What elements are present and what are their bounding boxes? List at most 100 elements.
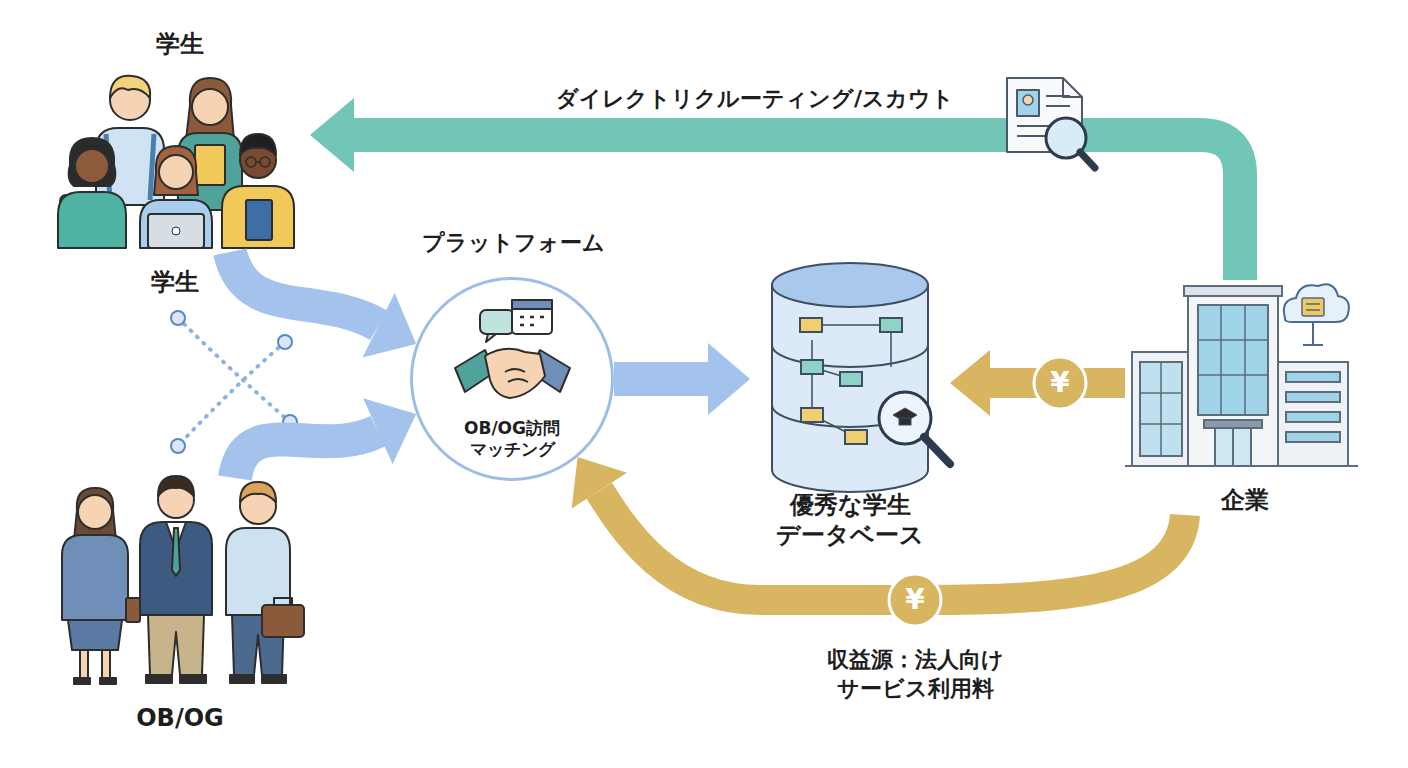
handshake-icon-part — [485, 349, 545, 398]
document-icon-part — [1080, 152, 1095, 168]
building-icon-part — [1278, 362, 1348, 466]
obog-illustration-part — [74, 488, 116, 540]
yen-symbol: ¥ — [1040, 363, 1080, 403]
handshake-icon-part — [480, 310, 514, 334]
building-icon-part — [1198, 305, 1268, 415]
building-icon-part — [1286, 432, 1340, 442]
building-icon-part — [1140, 362, 1182, 456]
company-node: 企業 — [1125, 280, 1365, 515]
arrow-head — [708, 343, 750, 415]
building-icon-part — [1232, 428, 1234, 466]
building-icon-part — [1184, 286, 1282, 296]
connector-line — [614, 362, 708, 396]
building-icon-part — [1286, 392, 1340, 402]
database-icon-part — [880, 318, 902, 332]
node-caption: 優秀な学生 データベース — [750, 491, 950, 550]
student-illustration-part — [246, 200, 272, 240]
obog-illustration-part — [158, 476, 194, 496]
obog-illustration-part — [148, 615, 204, 675]
obog-illustration-part — [230, 675, 286, 683]
obog-illustration-part — [146, 675, 206, 683]
connector-line — [354, 135, 1240, 280]
connector-line — [230, 252, 379, 325]
obog-illustration-part — [126, 598, 140, 622]
connector — [310, 98, 1240, 280]
handshake-icon-part — [505, 369, 528, 382]
building-icon-part — [1286, 412, 1340, 422]
arrow-head — [363, 293, 417, 357]
building-icon-part — [1286, 372, 1340, 382]
connector — [572, 457, 1185, 600]
student-illustration-part — [172, 227, 180, 235]
student-illustration-part — [75, 149, 109, 183]
yen-symbol: ¥ — [895, 580, 935, 620]
platform-fill — [412, 279, 612, 479]
handshake-icon-part — [512, 300, 552, 309]
database-icon-part — [772, 263, 928, 307]
building-icon — [1125, 284, 1358, 466]
connector-line — [599, 491, 1185, 600]
handshake-icon-part — [520, 317, 544, 325]
database-icon-part — [800, 318, 822, 332]
building-icon-part — [1306, 304, 1320, 310]
building-icon-part — [1188, 292, 1278, 466]
student-illustration-part — [159, 155, 193, 189]
database-node: 優秀な学生 データベース — [750, 262, 950, 550]
student-illustration-part — [246, 157, 256, 167]
obog-illustration-part — [62, 535, 128, 620]
handshake-icon — [455, 300, 570, 398]
obog-group: OB/OG — [50, 478, 310, 733]
student-illustration-part — [69, 138, 116, 186]
obog-illustration-part — [102, 650, 110, 678]
arrow-head — [310, 98, 354, 172]
connector-line — [235, 431, 378, 478]
student-illustration-part — [192, 89, 228, 125]
network-dots-part — [171, 439, 185, 453]
database-icon-part — [801, 360, 823, 374]
student-illustration — [58, 76, 294, 248]
student-illustration-part — [186, 78, 234, 140]
connector — [950, 350, 1125, 416]
student-illustration-part — [154, 146, 198, 195]
database-icon-part — [772, 345, 928, 427]
obog-illustration-part — [68, 620, 122, 650]
group-heading: OB/OG — [50, 704, 310, 733]
yen-badge-part — [889, 574, 941, 626]
document-icon-part — [1017, 90, 1039, 116]
database-icon-part — [924, 437, 950, 464]
document-icon-part — [1023, 95, 1033, 105]
arrow-head — [363, 398, 416, 464]
student-illustration-part — [222, 186, 294, 248]
obog-illustration-part — [80, 650, 88, 678]
obog-illustration-part — [262, 605, 304, 637]
circle-heading: プラットフォーム — [363, 230, 663, 257]
student-illustration-part — [110, 76, 150, 98]
building-icon-part — [1140, 362, 1182, 456]
building-icon-part — [1132, 352, 1190, 466]
handshake-icon-part — [486, 334, 496, 342]
student-illustration-part — [256, 161, 260, 163]
network-dots-part — [278, 335, 292, 349]
obog-illustration-part — [74, 678, 116, 684]
circle-text: OB/OG訪問 マッチング — [447, 418, 577, 459]
network-dots-part — [171, 311, 185, 325]
database-icon-part — [845, 430, 867, 444]
arrow-head — [950, 350, 990, 416]
handshake-icon-part — [512, 300, 552, 334]
student-illustration-part — [240, 134, 276, 155]
group-heading: 学生 — [50, 30, 310, 59]
connector — [614, 343, 750, 415]
student-illustration-part — [148, 214, 204, 248]
obog-illustration-part — [140, 522, 212, 615]
student-illustration-part — [140, 200, 212, 248]
group-label: 学生 — [130, 265, 220, 301]
database-icon-part — [772, 285, 928, 492]
building-icon-part — [1284, 284, 1349, 322]
student-illustration-part — [195, 145, 225, 185]
database-icon-part — [801, 408, 823, 422]
building-icon-part — [1215, 428, 1251, 466]
obog-illustration-part — [172, 528, 180, 576]
yen-badge-part — [1034, 357, 1086, 409]
